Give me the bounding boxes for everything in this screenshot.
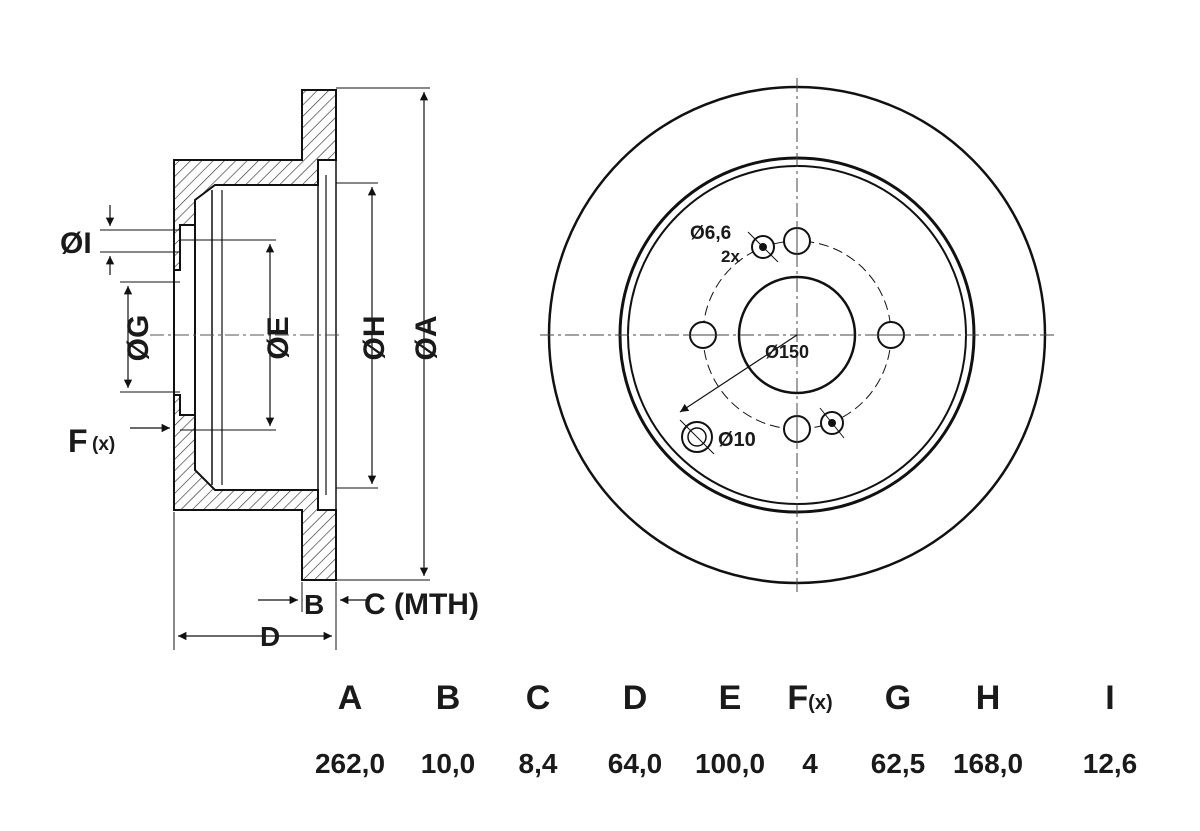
header-a: A	[337, 679, 363, 717]
front-view: Ø6,6 2x Ø150 Ø10	[540, 78, 1055, 592]
value-c: 8,4	[518, 748, 558, 779]
header-f-suffix: (x)	[808, 692, 833, 714]
value-f: 4	[802, 748, 818, 779]
label-b: B	[304, 589, 324, 620]
dimension-table: A B C D E F(x) G H I 262,0 10,0 8,4 64,0…	[300, 676, 1180, 796]
header-h: H	[975, 679, 1001, 717]
side-section-view: ØI ØG ØE ØH ØA F (x) B C (MTH) D	[60, 87, 479, 652]
header-f: F(x)	[760, 676, 860, 725]
label-f: F	[68, 423, 88, 459]
label-bolt-count: 2x	[721, 247, 740, 266]
header-g: G	[884, 679, 912, 717]
section-lower	[173, 394, 337, 581]
value-i: 12,6	[1082, 748, 1138, 779]
value-a: 262,0	[314, 748, 386, 779]
value-e: 100,0	[694, 748, 766, 779]
value-b: 10,0	[420, 748, 476, 779]
header-c: C	[525, 679, 551, 717]
label-pcd: Ø150	[765, 342, 809, 362]
header-f-letter: F	[787, 679, 809, 717]
header-e: E	[718, 679, 742, 717]
label-dia-g: ØG	[122, 315, 155, 362]
label-f-suffix: (x)	[92, 434, 115, 455]
label-dia-h: ØH	[358, 316, 391, 361]
label-c-mth: C (MTH)	[364, 588, 479, 621]
label-dia-a: ØA	[410, 316, 443, 361]
header-d: D	[622, 679, 648, 717]
header-b: B	[435, 679, 461, 717]
label-dia-i: ØI	[60, 227, 92, 260]
value-g: 62,5	[870, 748, 926, 779]
label-d: D	[260, 621, 280, 652]
value-d: 64,0	[607, 748, 663, 779]
label-wheel-hole: Ø10	[718, 429, 756, 451]
section-upper	[173, 89, 337, 271]
value-h: 168,0	[952, 748, 1024, 779]
label-bolt-hole: Ø6,6	[690, 223, 731, 244]
label-dia-e: ØE	[262, 316, 295, 359]
header-i: I	[1105, 679, 1115, 717]
center-bore	[737, 275, 857, 395]
